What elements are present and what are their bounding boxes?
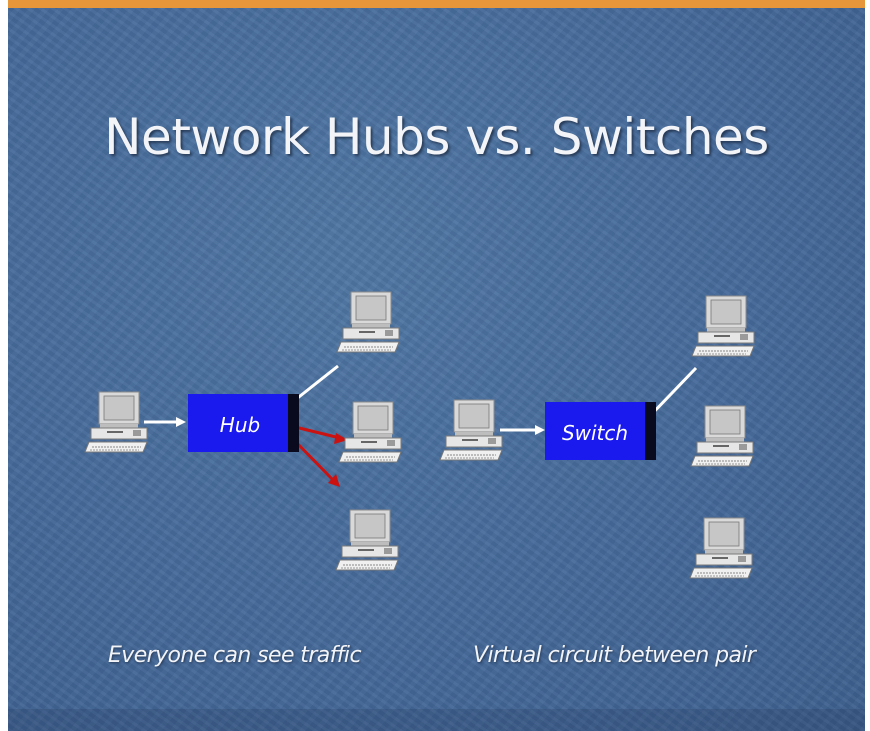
computer-icon: [336, 291, 400, 353]
hub-device-side: [288, 394, 299, 452]
slide: Network Hubs vs. Switches: [8, 0, 865, 731]
hub-caption: Everyone can see traffic: [108, 643, 362, 668]
computer-icon: [691, 295, 755, 357]
arrow-head-icon: [176, 417, 186, 427]
computer-icon: [335, 509, 399, 571]
broadcast-arrow-middle: [290, 424, 341, 440]
hub-device: [188, 394, 292, 452]
arrow-head-icon: [328, 474, 340, 487]
computer-icon: [690, 405, 754, 467]
switch-device: [545, 402, 649, 460]
switch-label: Switch: [562, 421, 628, 445]
switch-caption: Virtual circuit between pair: [473, 643, 756, 668]
computer-icon: [439, 399, 503, 461]
slide-title: Network Hubs vs. Switches: [104, 108, 769, 166]
hub-label: Hub: [220, 413, 260, 437]
switch-device-side: [645, 402, 656, 460]
computer-icon: [338, 401, 402, 463]
accent-bar: [8, 0, 865, 8]
computer-icon: [689, 517, 753, 579]
arrow-head-icon: [535, 425, 545, 435]
switch-diagram: Switch: [439, 295, 755, 579]
arrow-head-icon: [334, 433, 348, 444]
computer-icon: [84, 391, 148, 453]
bottom-band: [8, 709, 865, 731]
hub-diagram: Hub: [84, 291, 402, 571]
network-diagram: Hub Switch: [84, 291, 755, 579]
